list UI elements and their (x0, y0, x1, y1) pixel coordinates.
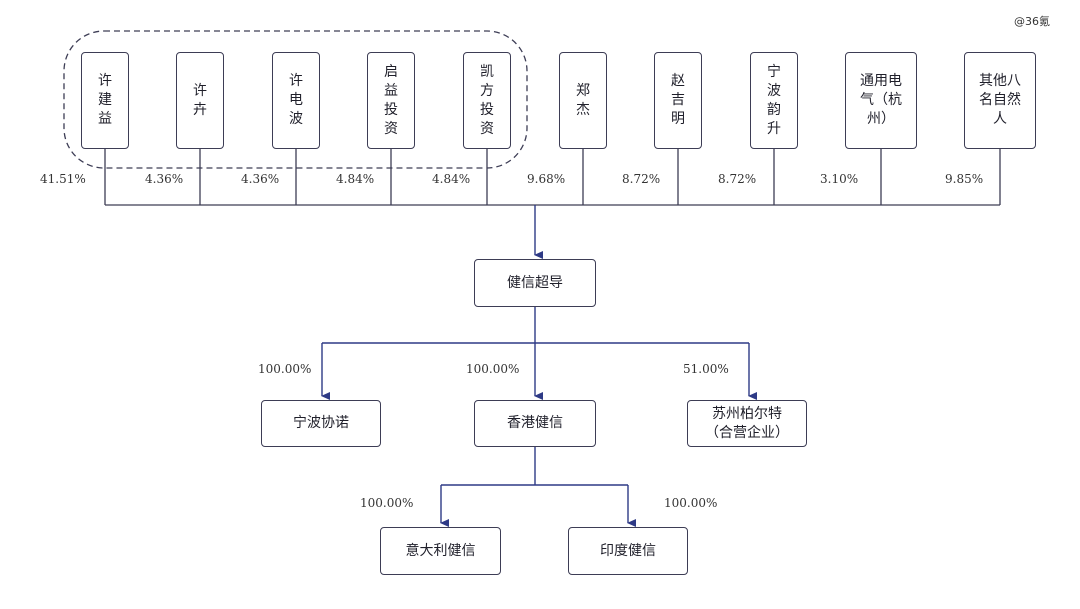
ownership-pct: 100.00% (664, 496, 718, 510)
ownership-pct: 4.84% (336, 172, 375, 186)
company-box: 健信超导 (474, 259, 596, 307)
ownership-pct: 9.85% (945, 172, 984, 186)
ownership-pct: 4.36% (241, 172, 280, 186)
ownership-pct: 8.72% (622, 172, 661, 186)
ownership-pct: 4.84% (432, 172, 471, 186)
shareholder-box: 许 卉 (176, 52, 224, 149)
shareholder-box: 启 益 投 资 (367, 52, 415, 149)
ownership-pct: 4.36% (145, 172, 184, 186)
shareholder-box: 宁 波 韵 升 (750, 52, 798, 149)
subsidiary-box: 苏州柏尔特 （合营企业） (687, 400, 807, 447)
family-group-outline (63, 30, 528, 169)
ownership-pct: 9.68% (527, 172, 566, 186)
ownership-pct: 100.00% (258, 362, 312, 376)
shareholder-box: 许 电 波 (272, 52, 320, 149)
ownership-pct: 100.00% (466, 362, 520, 376)
watermark: @36氪 (1014, 15, 1050, 28)
ownership-pct: 100.00% (360, 496, 414, 510)
shareholder-box: 郑 杰 (559, 52, 607, 149)
shareholder-box: 赵 吉 明 (654, 52, 702, 149)
ownership-pct: 3.10% (820, 172, 859, 186)
ownership-pct: 41.51% (40, 172, 86, 186)
sub-subsidiary-box: 意大利健信 (380, 527, 501, 575)
ownership-pct: 51.00% (683, 362, 729, 376)
subsidiary-box: 香港健信 (474, 400, 596, 447)
shareholder-box: 其他八 名自然 人 (964, 52, 1036, 149)
subsidiary-box: 宁波协诺 (261, 400, 381, 447)
sub-subsidiary-box: 印度健信 (568, 527, 688, 575)
shareholder-box: 凯 方 投 资 (463, 52, 511, 149)
shareholder-box: 通用电 气（杭 州） (845, 52, 917, 149)
ownership-pct: 8.72% (718, 172, 757, 186)
shareholder-box: 许 建 益 (81, 52, 129, 149)
